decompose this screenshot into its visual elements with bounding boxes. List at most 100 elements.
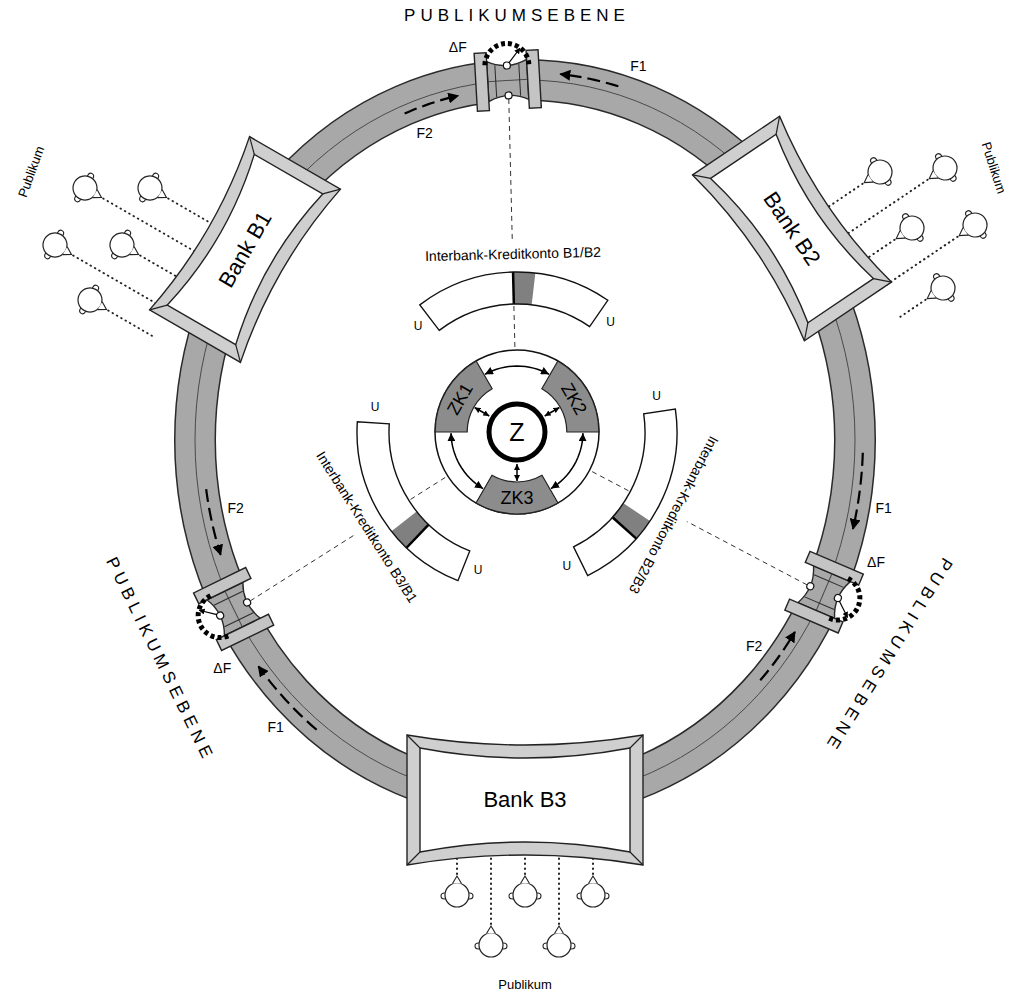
sight-line <box>490 849 492 929</box>
audience-head <box>577 876 609 907</box>
head-nose <box>487 926 496 934</box>
exchange-arrow <box>485 366 549 374</box>
bank-bevel <box>407 735 420 748</box>
label-anchor: F1 <box>630 58 646 74</box>
head-outline <box>134 172 167 205</box>
gauge-marker <box>513 272 535 305</box>
audience-head <box>441 876 473 907</box>
delta-pointer <box>199 604 217 621</box>
head-nose <box>894 231 905 243</box>
sensor-point <box>505 92 512 99</box>
level-title: PUBLIKUMSEBENE <box>404 6 630 26</box>
sensor-point <box>833 593 842 602</box>
joint-flange <box>805 551 863 585</box>
sight-line <box>824 181 867 210</box>
flow-arrow <box>405 96 459 114</box>
head-outline <box>547 933 571 957</box>
gauge-needle <box>407 525 429 548</box>
label-anchor: F2 <box>746 638 762 654</box>
bank-bevel <box>407 852 420 865</box>
leader-line <box>687 522 807 585</box>
joint-centerline <box>225 591 243 627</box>
head-outline <box>928 151 961 184</box>
gauge-limit: U <box>652 390 661 404</box>
flow-label: F2 <box>227 500 243 516</box>
delta-scale <box>484 42 529 66</box>
joint-flange <box>216 614 273 650</box>
bank-panel <box>711 134 874 322</box>
joint-neck <box>487 59 529 101</box>
head-nose <box>862 175 873 187</box>
gauge-outline <box>420 272 608 330</box>
gauge-needle <box>512 272 515 304</box>
audience-head <box>72 280 115 323</box>
audience-label: Publikum <box>16 144 48 199</box>
exchange-arrow <box>516 464 518 481</box>
central-bank-circle: Z <box>485 400 549 464</box>
exchange-arrow <box>545 408 560 417</box>
branch-sector: ZK3 <box>486 480 548 516</box>
head-nose <box>589 876 598 884</box>
sensor-point <box>215 611 224 620</box>
flow-label: F2 <box>746 638 762 654</box>
bank-bevel <box>797 322 815 340</box>
gauge-title: Interbank-Kreditkonto B1/B2 <box>424 244 600 264</box>
head-nose <box>555 926 564 934</box>
audience-head <box>543 926 575 957</box>
label-anchor: Interbank-Kreditkonto B1/B2 <box>424 244 600 264</box>
flow-arrow <box>760 632 795 680</box>
label-anchor: F1 <box>268 719 284 735</box>
label-anchor: Publikum <box>978 140 1009 195</box>
label-anchor: F2 <box>417 125 433 141</box>
audience-head <box>509 876 541 907</box>
sensor-point <box>242 598 251 607</box>
gauge-limit: U <box>562 560 571 574</box>
label-anchor: F2 <box>227 500 243 516</box>
audience-label: Publikum <box>978 140 1009 195</box>
audience-head <box>67 168 110 211</box>
head-nose <box>925 291 936 303</box>
gauge-marker <box>392 511 429 547</box>
gauge-needle <box>612 517 636 538</box>
audience-head <box>950 205 994 249</box>
flow-arrow <box>206 489 220 555</box>
node-text: Z <box>509 418 524 447</box>
bank-bevel <box>693 167 711 185</box>
head-outline <box>39 229 72 262</box>
flow-joint <box>785 551 871 636</box>
exchange-arrow <box>475 408 490 417</box>
leader-line <box>509 99 512 240</box>
head-outline <box>895 211 928 244</box>
flow-label: F1 <box>875 500 891 516</box>
label-anchor: U <box>371 401 380 415</box>
joint-flange <box>526 50 541 109</box>
bank-panel <box>420 748 630 852</box>
flow-label: F1 <box>268 719 284 735</box>
sight-line <box>104 308 153 336</box>
joint-gap <box>485 56 530 104</box>
head-outline <box>69 172 102 205</box>
label-anchor: ΔF <box>867 554 885 570</box>
bank-frame <box>693 116 892 341</box>
delta-scale <box>191 596 230 645</box>
joint-ridge <box>495 65 497 97</box>
bank-box: Bank B3 <box>407 735 643 865</box>
flow-joint <box>186 568 273 654</box>
leader-line <box>514 306 515 348</box>
bank-panel <box>167 154 322 344</box>
head-outline <box>958 208 991 241</box>
joint-ridge <box>519 64 521 96</box>
sector-shape <box>534 355 609 445</box>
label-anchor: U <box>562 560 571 574</box>
bank-bevel <box>769 116 787 134</box>
audience-head <box>37 225 80 268</box>
sensor-point <box>806 582 815 591</box>
sight-line <box>558 849 560 929</box>
flow-arrow <box>560 74 618 86</box>
audience-head <box>132 168 175 211</box>
bank-frame <box>150 136 341 362</box>
gauge-limit: U <box>606 316 615 330</box>
label-anchor: U <box>652 390 661 404</box>
head-nose <box>130 247 141 259</box>
